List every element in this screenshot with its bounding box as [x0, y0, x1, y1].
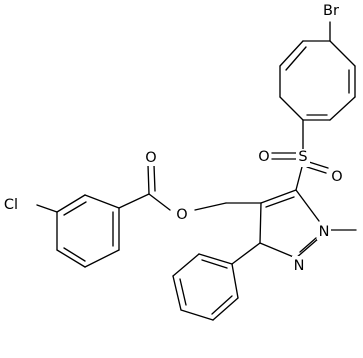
bond [211, 295, 233, 315]
sulfur-atom-label: S [298, 149, 307, 165]
label-backdrop [175, 205, 189, 223]
label-backdrop [144, 148, 158, 166]
chlorine-atom-label: Cl [4, 197, 18, 213]
bond [84, 194, 120, 209]
bond [279, 40, 304, 67]
bond [179, 278, 187, 306]
bond [259, 242, 297, 259]
label-backdrop [292, 256, 306, 274]
bond [308, 161, 329, 169]
bond [231, 263, 239, 299]
atom-labels: Br S O O O O Cl N N [1, 1, 344, 274]
sulfonyl-oxygen-left-label: O [258, 149, 269, 165]
bond [201, 259, 228, 269]
bond [153, 164, 156, 192]
bond [148, 193, 171, 211]
bond [172, 253, 200, 277]
sulfonyl-oxygen-right-label: O [331, 169, 342, 185]
bond [194, 202, 227, 211]
label-backdrop [257, 147, 271, 165]
bond [259, 202, 262, 244]
label-backdrop [319, 1, 343, 20]
bond [265, 196, 295, 208]
bond [212, 297, 239, 321]
bond [56, 194, 86, 213]
bond [329, 96, 356, 121]
bond [295, 162, 304, 191]
bromine-atom-label: Br [323, 3, 339, 19]
carbonyl-oxygen-label: O [145, 150, 156, 166]
bond [279, 96, 304, 121]
bond [295, 189, 320, 222]
bond-lines [36, 21, 357, 321]
bond [147, 164, 150, 195]
bond [63, 201, 87, 216]
bond [56, 249, 86, 268]
bond [329, 40, 356, 67]
bond [198, 253, 233, 265]
ester-oxygen-label: O [176, 207, 187, 223]
label-backdrop [317, 222, 331, 240]
label-backdrop [296, 149, 310, 167]
bond [180, 309, 214, 321]
bond [118, 193, 150, 209]
bond [84, 249, 120, 268]
bond [63, 247, 86, 262]
bond [36, 204, 58, 213]
bond [285, 46, 307, 71]
bond [295, 237, 320, 259]
bond [260, 189, 297, 204]
n2-nitrogen-label: N [294, 258, 305, 274]
bond [172, 275, 182, 311]
bond [299, 237, 317, 253]
bond [231, 242, 261, 265]
label-backdrop [1, 195, 21, 214]
n1-methyl-nitrogen-label: N [319, 224, 330, 240]
bond [306, 166, 327, 174]
label-backdrop [330, 167, 344, 185]
